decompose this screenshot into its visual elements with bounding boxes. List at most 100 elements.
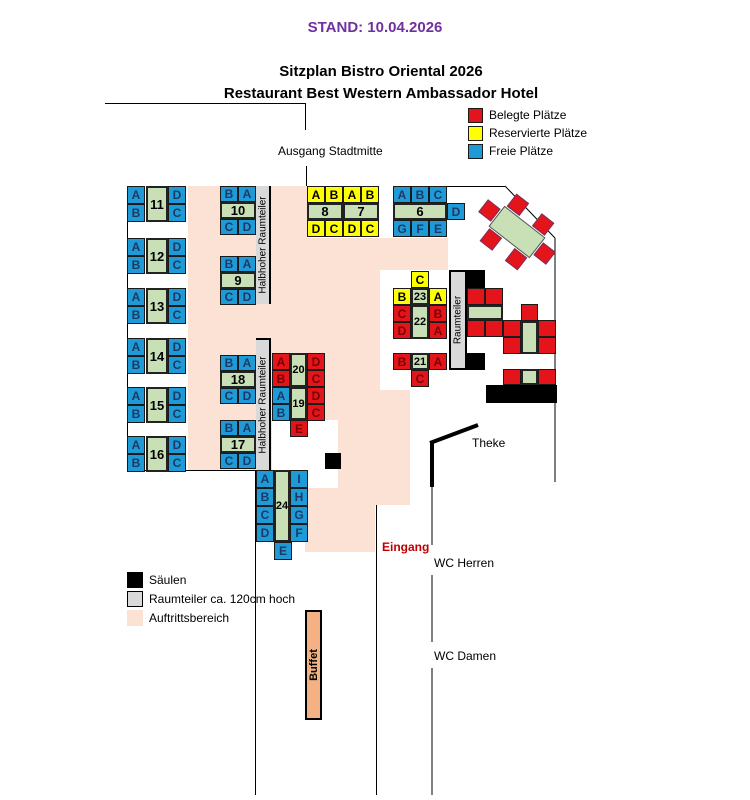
seat-20-D[interactable]: D: [307, 353, 325, 370]
seat-6-C[interactable]: C: [429, 186, 447, 203]
seat-14-A[interactable]: A: [127, 338, 145, 356]
seat-24-B[interactable]: B: [256, 488, 274, 506]
seat-9-B[interactable]: B: [220, 256, 238, 272]
seat-21-C[interactable]: C: [411, 370, 429, 387]
table[interactable]: [521, 369, 538, 385]
seat[interactable]: [467, 288, 485, 305]
seat-21-A[interactable]: A: [429, 353, 447, 370]
seat-12-B[interactable]: B: [127, 256, 145, 274]
seat-24-A[interactable]: A: [256, 470, 274, 488]
seat[interactable]: [485, 320, 503, 337]
seat-22-C[interactable]: C: [393, 305, 411, 322]
seat-8-B[interactable]: B: [325, 186, 343, 203]
table-22[interactable]: 22: [411, 305, 429, 339]
seat-16-B[interactable]: B: [127, 454, 145, 472]
seat-6-D[interactable]: D: [447, 203, 465, 220]
seat-11-C[interactable]: C: [168, 204, 186, 222]
seat-24-G[interactable]: G: [290, 506, 308, 524]
seat-11-B[interactable]: B: [127, 204, 145, 222]
table-17[interactable]: 17: [220, 436, 256, 453]
seat-8-A[interactable]: A: [307, 186, 325, 203]
seat-15-B[interactable]: B: [127, 405, 145, 423]
seat-19-D[interactable]: D: [307, 387, 325, 404]
seat-19-B[interactable]: B: [272, 404, 290, 421]
seat-18-D[interactable]: D: [238, 388, 256, 404]
seat-22-A[interactable]: A: [429, 322, 447, 339]
seat-23-C[interactable]: C: [411, 271, 429, 288]
seat-6-G[interactable]: G: [393, 220, 411, 237]
seat-10-C[interactable]: C: [220, 219, 238, 235]
table-23[interactable]: 23: [411, 288, 429, 305]
seat-23-B[interactable]: B: [393, 288, 411, 305]
seat-6-F[interactable]: F: [411, 220, 429, 237]
seat-24-D[interactable]: D: [256, 524, 274, 542]
table-6[interactable]: 6: [393, 203, 447, 220]
seat[interactable]: [538, 320, 556, 337]
seat-24-C[interactable]: C: [256, 506, 274, 524]
table-24[interactable]: 24: [274, 470, 290, 542]
seat-9-A[interactable]: A: [238, 256, 256, 272]
seat-16-D[interactable]: D: [168, 436, 186, 454]
table-11[interactable]: 11: [146, 186, 168, 222]
table[interactable]: [521, 321, 538, 354]
seat-10-A[interactable]: A: [238, 186, 256, 202]
seat-19-A[interactable]: A: [272, 387, 290, 404]
seat-20-A[interactable]: A: [272, 353, 290, 370]
table-21[interactable]: 21: [411, 353, 429, 370]
seat-19-C[interactable]: C: [307, 404, 325, 421]
table[interactable]: [467, 305, 503, 320]
seat-11-A[interactable]: A: [127, 186, 145, 204]
seat-18-C[interactable]: C: [220, 388, 238, 404]
seat-24-H[interactable]: H: [290, 488, 308, 506]
seat-15-A[interactable]: A: [127, 387, 145, 405]
seat-7-C[interactable]: C: [361, 220, 379, 237]
table-12[interactable]: 12: [146, 238, 168, 274]
seat-15-C[interactable]: C: [168, 405, 186, 423]
table-14[interactable]: 14: [146, 338, 168, 374]
seat-16-C[interactable]: C: [168, 454, 186, 472]
seat-7-A[interactable]: A: [343, 186, 361, 203]
seat-11-D[interactable]: D: [168, 186, 186, 204]
seat-7-D[interactable]: D: [343, 220, 361, 237]
seat-15-D[interactable]: D: [168, 387, 186, 405]
seat-13-C[interactable]: C: [168, 306, 186, 324]
seat-9-C[interactable]: C: [220, 289, 238, 305]
seat-17-B[interactable]: B: [220, 420, 238, 436]
seat-8-D[interactable]: D: [307, 220, 325, 237]
seat-20-C[interactable]: C: [307, 370, 325, 387]
seat-17-C[interactable]: C: [220, 453, 238, 469]
seat-14-D[interactable]: D: [168, 338, 186, 356]
seat-24-E[interactable]: E: [274, 542, 292, 560]
seat-13-A[interactable]: A: [127, 288, 145, 306]
seat-16-A[interactable]: A: [127, 436, 145, 454]
seat-22-B[interactable]: B: [429, 305, 447, 322]
seat-6-B[interactable]: B: [411, 186, 429, 203]
seat-18-A[interactable]: A: [238, 355, 256, 371]
seat-6-A[interactable]: A: [393, 186, 411, 203]
seat-12-A[interactable]: A: [127, 238, 145, 256]
seat[interactable]: [503, 320, 521, 337]
seat[interactable]: [521, 304, 538, 321]
seat-24-I[interactable]: I: [290, 470, 308, 488]
seat[interactable]: [503, 337, 521, 354]
seat-8-C[interactable]: C: [325, 220, 343, 237]
table-19[interactable]: 19: [290, 387, 307, 420]
seat-19-E[interactable]: E: [290, 420, 308, 437]
seat-12-C[interactable]: C: [168, 256, 186, 274]
seat[interactable]: [467, 320, 485, 337]
table-8[interactable]: 8: [307, 203, 343, 220]
table-13[interactable]: 13: [146, 288, 168, 324]
table-15[interactable]: 15: [146, 387, 168, 423]
seat[interactable]: [485, 288, 503, 305]
seat-14-C[interactable]: C: [168, 356, 186, 374]
table-7[interactable]: 7: [343, 203, 379, 220]
seat-23-A[interactable]: A: [429, 288, 447, 305]
seat-17-A[interactable]: A: [238, 420, 256, 436]
seat-24-F[interactable]: F: [290, 524, 308, 542]
seat-17-D[interactable]: D: [238, 453, 256, 469]
seat-6-E[interactable]: E: [429, 220, 447, 237]
seat-20-B[interactable]: B: [272, 370, 290, 387]
seat-10-B[interactable]: B: [220, 186, 238, 202]
table-20[interactable]: 20: [290, 353, 307, 387]
table-16[interactable]: 16: [146, 436, 168, 472]
